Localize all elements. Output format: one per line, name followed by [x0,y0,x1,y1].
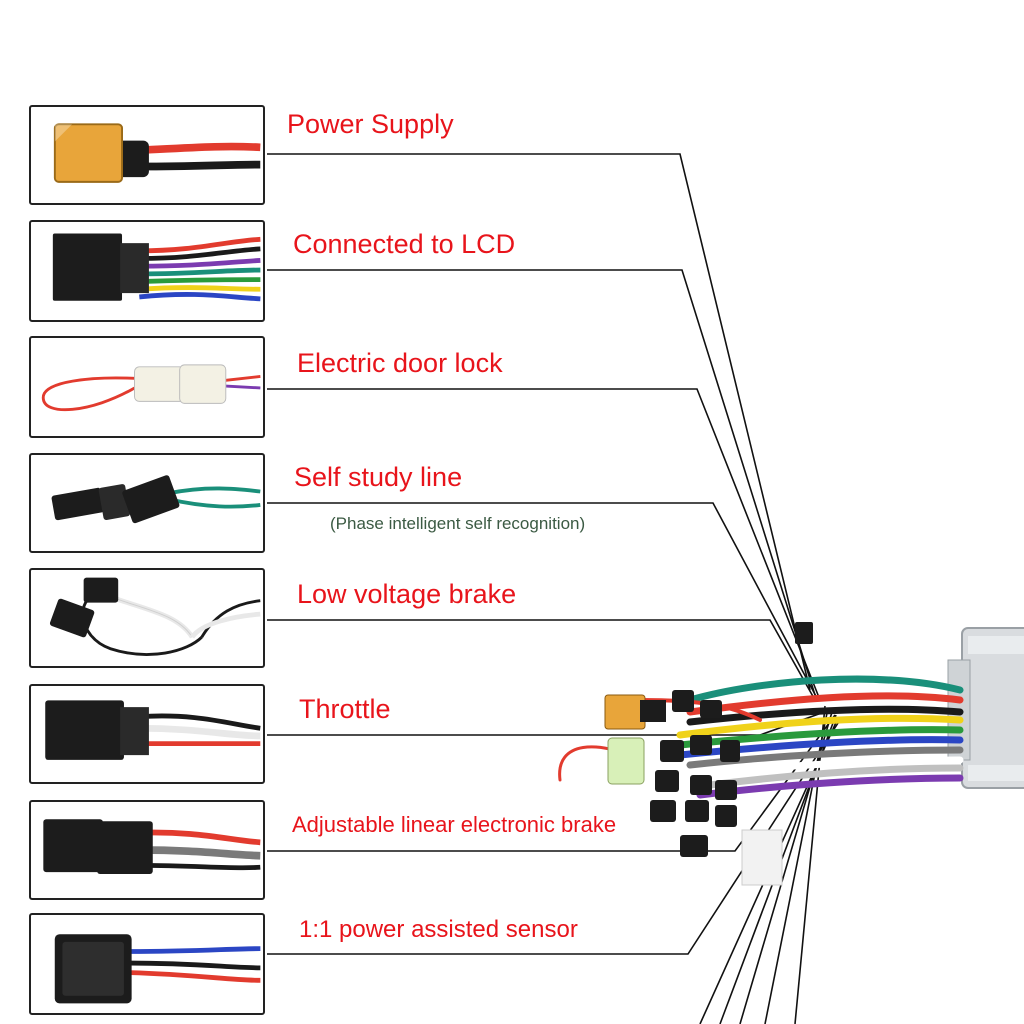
power-supply-thumbnail [29,105,265,205]
leader-line-power-sensor [267,719,841,955]
label-connected-to-lcd: Connected to LCD [293,229,516,259]
leader-line-self-study [267,502,819,701]
harness-xt60-connector [604,694,646,730]
label-power-assisted-sensor: 1:1 power assisted sensor [299,916,578,943]
lcd-connector-thumbnail [29,220,265,322]
power-sensor-thumbnail [29,913,265,1015]
throttle-thumbnail [29,684,265,784]
sensor-connector-icon [54,934,261,1004]
label-power-supply: Power Supply [287,109,454,139]
low-voltage-brake-thumbnail [29,568,265,668]
leader-line-offscreen-4 [764,707,829,1024]
three-pin-connector-icon [45,700,261,760]
xt60-connector-icon [53,123,261,183]
label-throttle: Throttle [299,694,391,724]
multi-pin-connector-icon [52,233,261,302]
door-lock-thumbnail [29,336,265,438]
harness-door-lock-plug [607,737,645,785]
brake-connector-icon [43,819,261,874]
label-adjustable-linear-electronic-brake: Adjustable linear electronic brake [292,812,617,837]
leader-line-door-lock [267,388,821,701]
label-low-voltage-brake: Low voltage brake [297,579,517,609]
label-self-study-line: Self study line [294,462,463,492]
small-two-pin-connector-icon [49,577,261,656]
loop-plug-connector-icon [41,364,261,412]
leader-line-power-supply [267,153,811,691]
sublabel-self-study-line: (Phase intelligent self recognition) [330,514,586,533]
self-study-thumbnail [29,453,265,553]
leader-line-lcd [267,269,816,696]
controller-harness [558,622,1024,886]
label-electric-door-lock: Electric door lock [297,348,503,378]
leader-line-low-voltage-brake [267,619,816,701]
leader-line-offscreen-5 [794,705,826,1024]
adjustable-brake-thumbnail [29,800,265,900]
two-pin-plug-icon [51,475,261,524]
leader-line-adjustable-brake [267,714,836,852]
